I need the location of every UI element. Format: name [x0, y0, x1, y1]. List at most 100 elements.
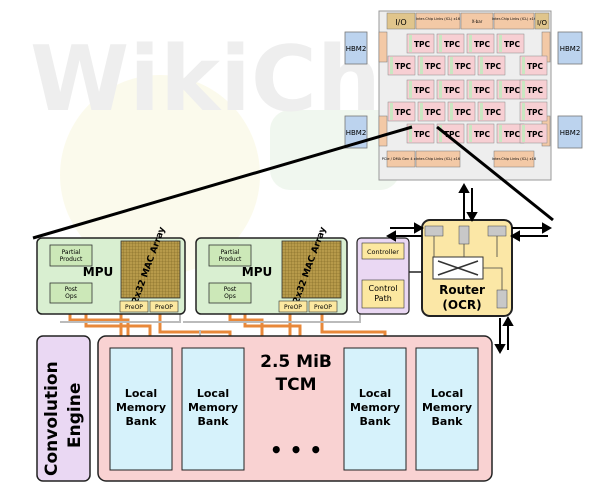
router-buffer-1 — [424, 225, 444, 237]
tpc-block: TPC — [447, 55, 476, 76]
convolution-engine-box — [36, 335, 91, 482]
preop-left-1 — [119, 300, 149, 313]
tpc-label: TPC — [414, 130, 431, 139]
tpc-label: TPC — [527, 86, 544, 95]
controller-box — [361, 242, 405, 260]
tpc-label: TPC — [485, 62, 502, 71]
router-buffer-3 — [487, 225, 507, 237]
tpc-block: TPC — [519, 123, 548, 144]
tpc-label: TPC — [504, 130, 521, 139]
tpc-block: TPC — [436, 33, 465, 54]
tpc-block: TPC — [417, 101, 446, 122]
tpc-label: TPC — [527, 130, 544, 139]
post-ops-box-right — [208, 282, 252, 304]
router: Router (OCR) — [421, 219, 513, 317]
tpc-block: TPC — [406, 123, 435, 144]
tpc-label: TPC — [474, 40, 491, 49]
tpc-block: TPC — [387, 55, 416, 76]
convolution-engine: Convolution Engine — [36, 335, 91, 482]
memory-controller-top-left — [378, 31, 388, 63]
tpc-block: TPC — [519, 55, 548, 76]
icl-block-top-right — [493, 12, 535, 30]
partial-product-box-right — [208, 244, 252, 267]
tpc-label: TPC — [395, 108, 412, 117]
tpc-label: TPC — [527, 62, 544, 71]
hbm-bottom-right — [557, 115, 583, 149]
hbm-bottom-left — [344, 115, 368, 149]
tpc-block: TPC — [417, 55, 446, 76]
tpc-block: TPC — [519, 79, 548, 100]
pcie-label: PCIe / DMA Gen 4 x16 — [382, 157, 420, 161]
preop-left-2 — [149, 300, 179, 313]
mac-array-left — [120, 240, 181, 299]
tpc-block: TPC — [466, 79, 495, 100]
tpc-block: TPC — [496, 33, 525, 54]
preop-left-1-label: PreOP — [125, 304, 143, 311]
convolution-engine-label: Convolution — [42, 361, 62, 476]
preop-right-2-label: PreOP — [314, 304, 332, 311]
router-sub-label: (OCR) — [442, 298, 481, 312]
chip-die: I/O Inter-Chip Links (ICL) x16 X-bar Int… — [344, 10, 583, 181]
tpc-label: TPC — [527, 108, 544, 117]
io-block-left — [386, 12, 416, 30]
tpc-block: TPC — [406, 79, 435, 100]
partial-product-box-left — [49, 244, 93, 267]
zoom-line-right — [436, 125, 554, 222]
memory-controller-bottom-left — [378, 115, 388, 147]
tpc-label: TPC — [504, 86, 521, 95]
mpu-left-label: MPU — [83, 265, 113, 279]
io-right-label: I/O — [537, 19, 547, 27]
xbar-label: X-bar — [472, 19, 483, 24]
tpc-label: TPC — [455, 62, 472, 71]
hbm-bottom-left-label: HBM2 — [346, 129, 367, 137]
mac-array-right — [281, 240, 342, 299]
ellipsis: • • • — [270, 438, 322, 462]
tpc-label: TPC — [425, 108, 442, 117]
tpc-block: TPC — [406, 33, 435, 54]
tpc-block: TPC — [519, 101, 548, 122]
router-buffer-2 — [458, 225, 470, 245]
tpc-label: TPC — [474, 86, 491, 95]
tpc-label: TPC — [444, 86, 461, 95]
control-path-box — [361, 279, 405, 309]
icl-block-top-left — [415, 12, 461, 30]
hbm-bottom-right-label: HBM2 — [560, 129, 581, 137]
io-block-right — [534, 12, 550, 30]
io-left-label: I/O — [395, 18, 406, 27]
tcm-size-label: 2.5 MiB — [260, 352, 332, 372]
post-ops-box-left — [49, 282, 93, 304]
icl-top-right-label: Inter-Chip Links (ICL) x16 — [492, 17, 536, 21]
convolution-engine-label-2: Engine — [65, 383, 85, 448]
zoom-line-left — [32, 125, 413, 240]
tpc-block: TPC — [477, 101, 506, 122]
tpc-block: TPC — [387, 101, 416, 122]
controller-label: Controller — [367, 248, 399, 256]
preop-right-1-label: PreOP — [284, 304, 302, 311]
tpc-label: TPC — [485, 108, 502, 117]
pcie-block — [386, 150, 416, 168]
icl-top-left-label: Inter-Chip Links (ICL) x16 — [416, 17, 460, 21]
icl-bottom-right-label: Inter-Chip Links (ICL) x16 — [492, 157, 536, 161]
tpc-label: TPC — [414, 40, 431, 49]
xbar-block — [460, 12, 494, 30]
preop-right-1 — [278, 300, 308, 313]
router-arrows — [385, 182, 553, 355]
router-buffer-4 — [496, 289, 508, 309]
hbm-top-right-label: HBM2 — [560, 45, 581, 53]
